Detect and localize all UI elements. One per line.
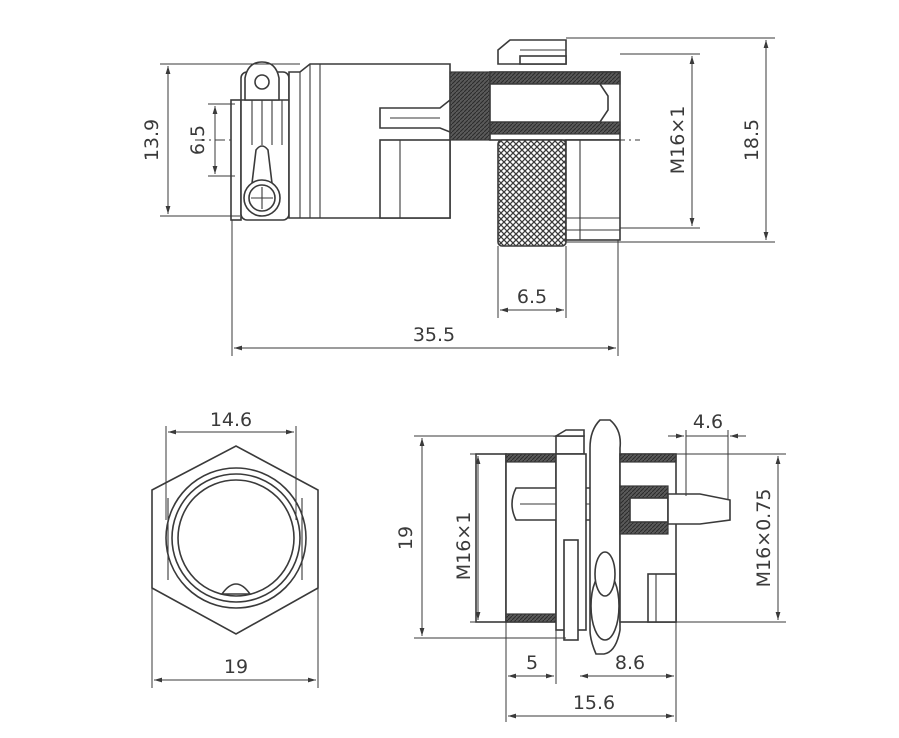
dim-label-13-9: 13.9 xyxy=(141,119,163,161)
dim-label-14-6: 14.6 xyxy=(210,409,252,431)
dim-nut-width xyxy=(497,246,567,318)
dim-thread-main xyxy=(620,53,700,229)
dim-label-6-5-vertical: 6.5 xyxy=(187,125,209,155)
key-notch xyxy=(220,583,252,595)
dim-label-18-5: 18.5 xyxy=(741,119,763,161)
flange xyxy=(553,429,587,641)
dim-front-hex-width xyxy=(151,588,319,688)
knurled-nut xyxy=(497,139,567,247)
panel-nut xyxy=(589,419,622,655)
dim-label-15-6: 15.6 xyxy=(573,692,615,714)
dim-side-height-outer xyxy=(160,63,300,217)
dim-label-m16x0-75: M16×0.75 xyxy=(753,489,775,588)
side-view: 13.9 6.5 M16×1 18.5 6.5 xyxy=(141,37,775,356)
dim-label-35-5: 35.5 xyxy=(413,324,455,346)
front-view: 14.6 19 xyxy=(151,409,319,688)
dim-bottom-thread-left xyxy=(470,453,506,623)
dim-bottom-flange-width xyxy=(505,622,557,722)
dim-label-19-horizontal: 19 xyxy=(224,656,248,678)
dim-label-6-5-horizontal: 6.5 xyxy=(517,286,547,308)
dim-label-m16x1: M16×1 xyxy=(667,106,689,175)
dim-bottom-thread-right xyxy=(676,453,786,623)
dim-total-length xyxy=(231,220,619,356)
dim-bottom-height xyxy=(414,435,566,639)
front-thread xyxy=(565,139,621,241)
inner-ring xyxy=(177,479,295,597)
dim-label-5: 5 xyxy=(526,652,538,674)
body-sleeve xyxy=(288,63,451,219)
flange-tab xyxy=(497,39,567,65)
section-view: 19 M16×1 M16×0.75 4.6 xyxy=(395,411,786,722)
cable-clamp xyxy=(230,61,290,221)
dim-label-8-6: 8.6 xyxy=(615,652,645,674)
dim-front-inner-width xyxy=(165,426,297,520)
dim-bottom-rear-width xyxy=(580,622,677,722)
outer-ring xyxy=(165,467,307,609)
rear-body xyxy=(619,453,731,623)
dim-side-height-inner xyxy=(208,103,235,177)
dim-label-4-6: 4.6 xyxy=(693,411,723,433)
section-upper xyxy=(379,71,621,141)
dim-bottom-pin-offset xyxy=(668,430,746,500)
dim-flange-height xyxy=(566,37,775,243)
dim-label-m16x1-bottom: M16×1 xyxy=(453,512,475,581)
dim-label-19-vertical: 19 xyxy=(395,526,417,550)
